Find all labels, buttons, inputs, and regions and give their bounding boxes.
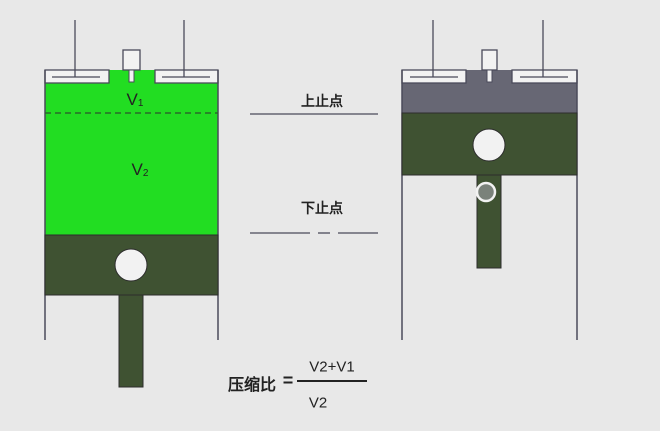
formula-denominator: V2 bbox=[308, 394, 328, 412]
tdc-label: 上止点 bbox=[301, 93, 343, 109]
combustion-chamber bbox=[402, 83, 577, 113]
formula-equals: = bbox=[282, 370, 294, 391]
right-cylinder bbox=[401, 20, 578, 340]
formula-numerator: V2+V1 bbox=[309, 358, 355, 376]
piston-pin-hole bbox=[472, 128, 506, 162]
spark-plug-icon bbox=[481, 49, 498, 83]
left-cylinder bbox=[44, 20, 219, 388]
gas-volume bbox=[45, 83, 218, 235]
formula-name: 压缩比 bbox=[227, 377, 277, 394]
exhaust-valve-icon bbox=[520, 20, 568, 78]
bdc-label: 下止点 bbox=[301, 200, 343, 216]
connecting-rod bbox=[118, 294, 144, 388]
rod-pin bbox=[475, 181, 497, 203]
v2-label: V2 bbox=[131, 160, 149, 179]
intake-valve-icon bbox=[410, 20, 458, 78]
v1-label: V1 bbox=[126, 90, 144, 109]
intake-valve-icon bbox=[52, 20, 100, 78]
spark-plug-icon bbox=[122, 49, 141, 83]
exhaust-valve-icon bbox=[162, 20, 210, 78]
piston-pin-hole bbox=[114, 248, 148, 282]
